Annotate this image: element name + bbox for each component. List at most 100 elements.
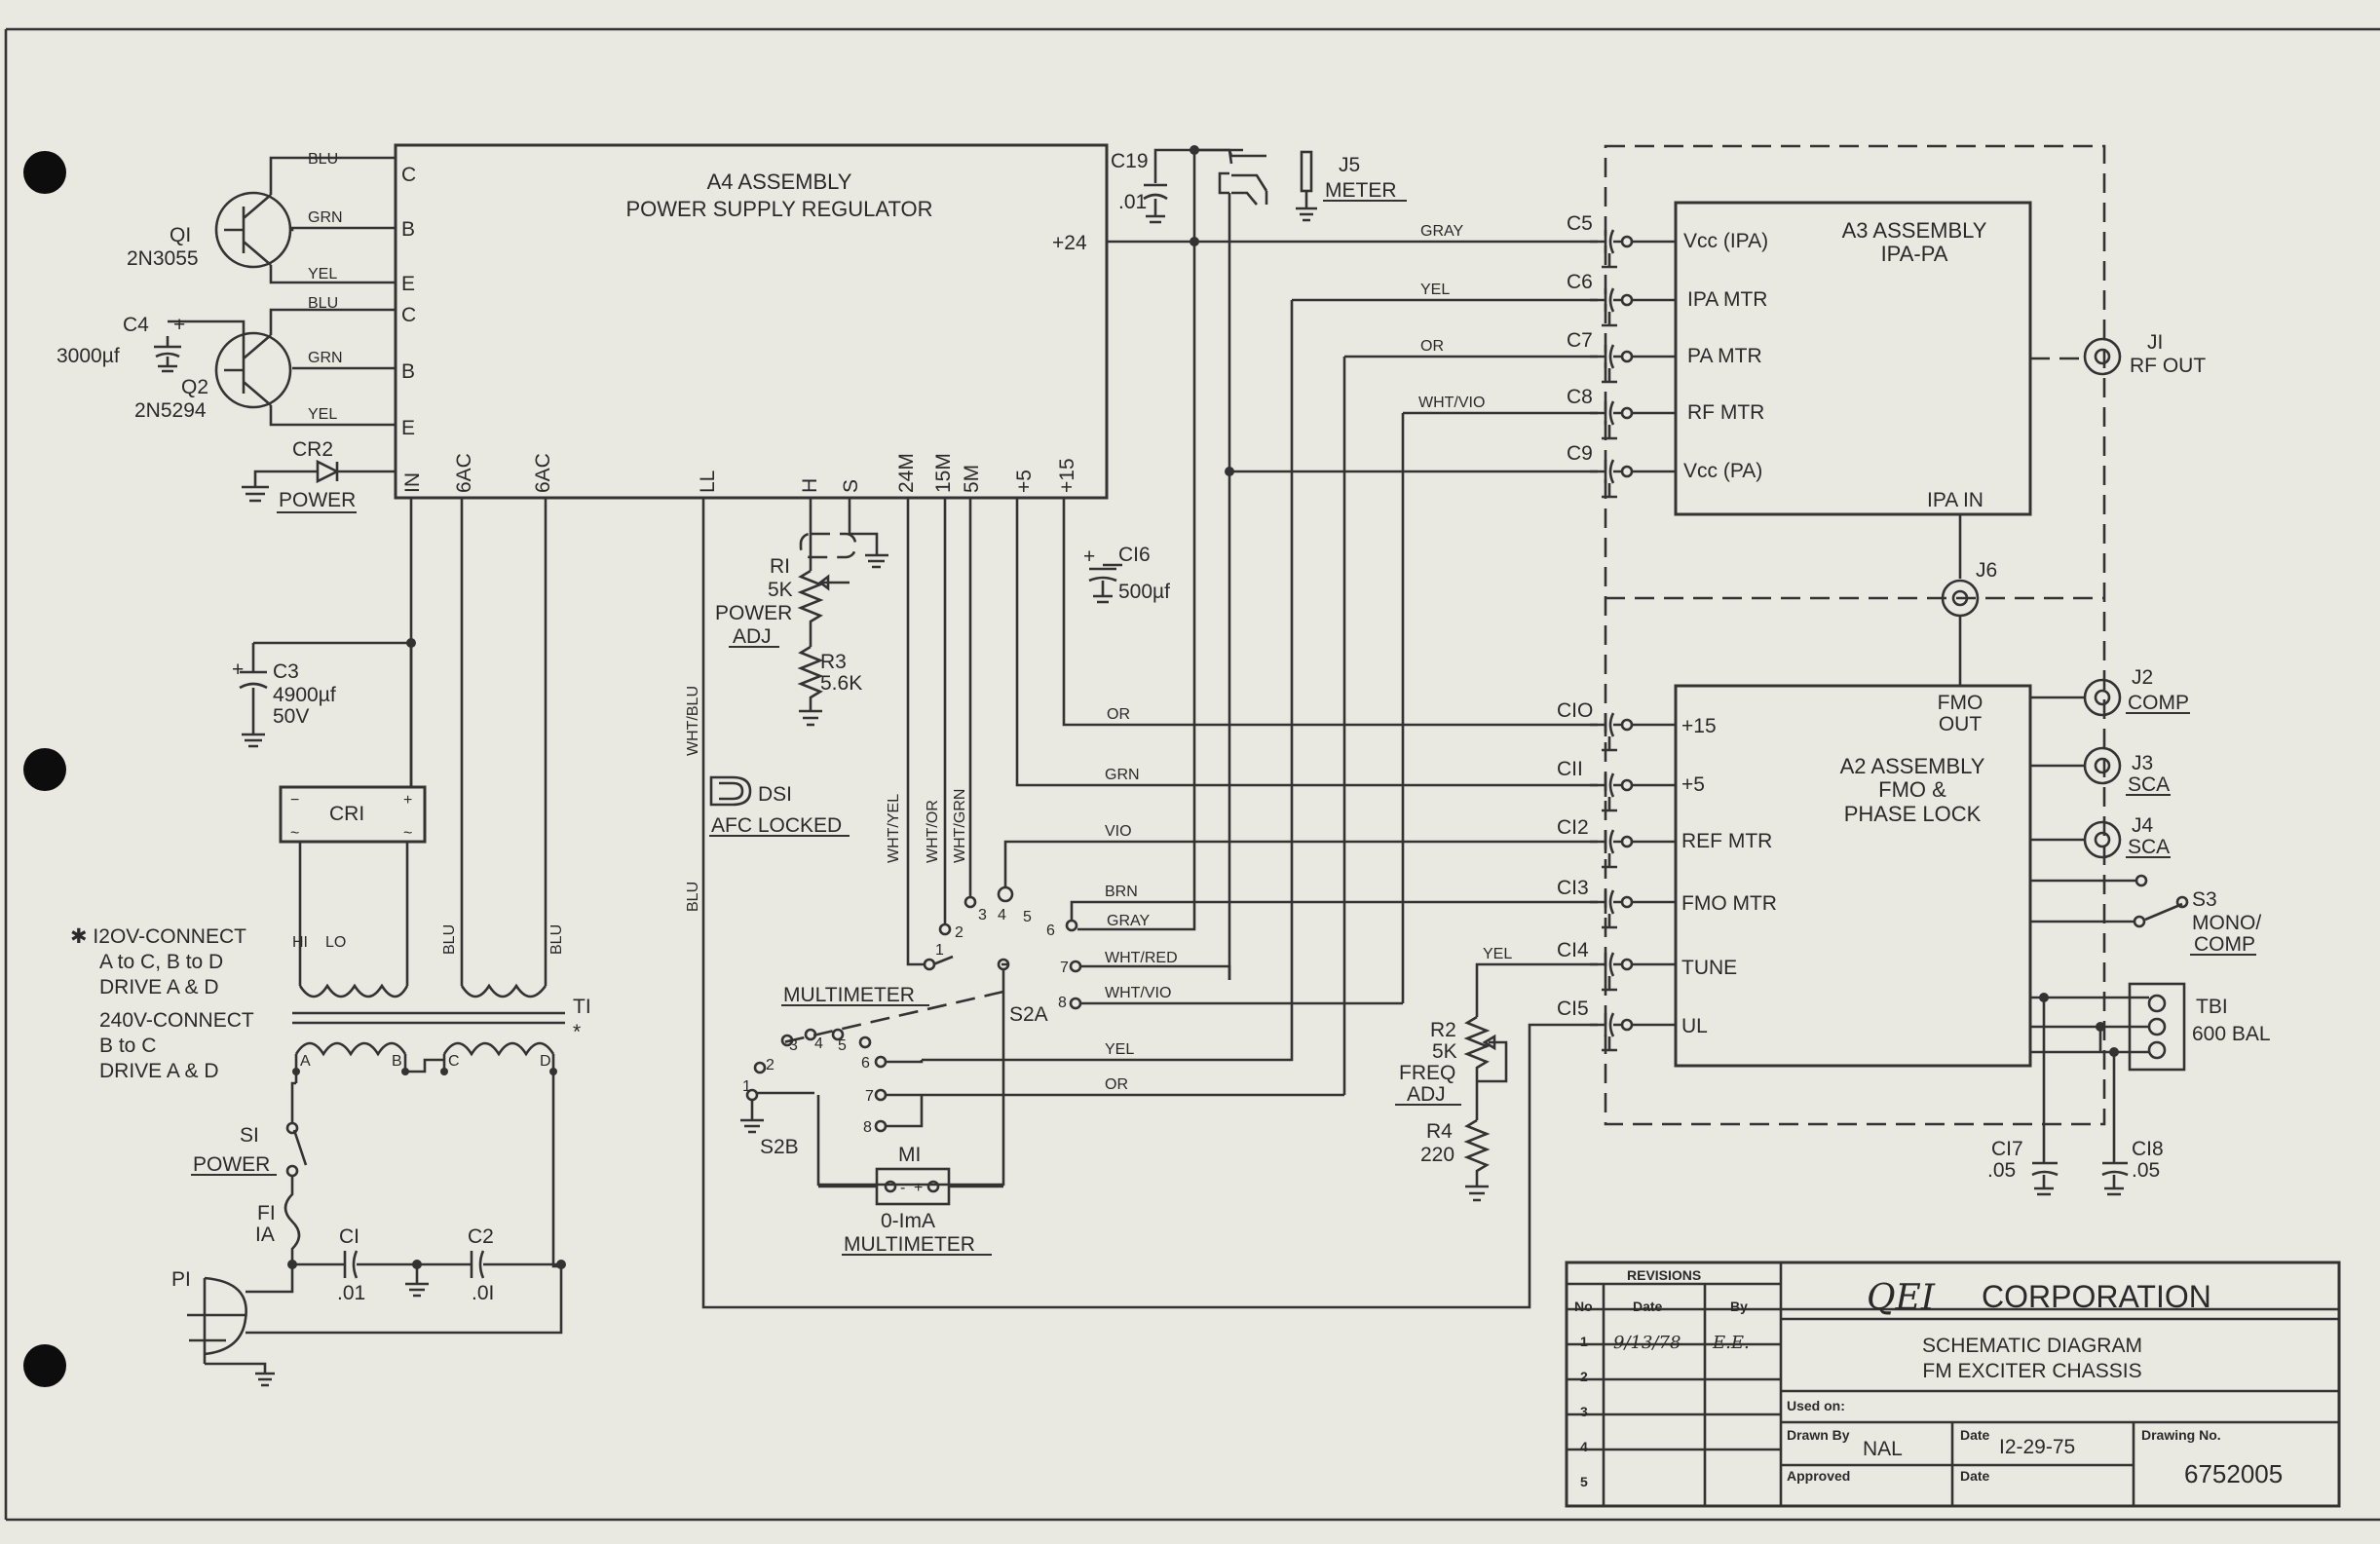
meter-label: METER [1325,179,1397,202]
mono-comp-2: COMP [2194,933,2255,956]
a3-pin-pa-mtr: PA MTR [1687,345,1762,367]
s2a-pos-7: 7 [1060,960,1069,976]
q2-grn-wire: GRN [308,350,343,366]
c5-feedthrough-capacitor [1590,229,1676,269]
capacitor-c4: C4 + 3000µf [57,314,190,373]
r1-label: RI [770,555,790,578]
a2-pin-plus5: +5 [1681,773,1705,796]
date-value: I2-29-75 [1999,1436,2075,1458]
c3-label: C3 [273,660,299,683]
cr1-ac-1: ~ [290,825,299,842]
transistor-q1: BLU GRN YEL QI 2N3055 [127,151,396,284]
feedthrough-caps-a3: C5 C6 C7 C8 C9 [1567,212,1593,465]
cr1-minus: − [290,792,299,809]
a2-pin-ul: UL [1681,1015,1708,1037]
c6-label: C6 [1567,271,1593,293]
s2b-pos-6: 6 [861,1055,870,1072]
date-label: Date [1960,1427,1990,1443]
note-line-5: B to C [99,1035,156,1057]
s3-label: S3 [2192,888,2217,911]
s2b-pos-8: 8 [863,1119,872,1136]
wht-grn-wire: WHT/GRN [952,789,968,863]
r3-value: 5.6K [820,672,862,695]
a4-pin-e1: E [401,273,415,295]
s2a-pos-5: 5 [1023,909,1032,925]
a4-plus24-label: +24 [1052,232,1087,254]
a4-pin-e2: E [401,417,415,439]
c1-label: CI [339,1225,359,1248]
q1-grn-wire: GRN [308,209,343,226]
c12-feedthrough-capacitor [1590,829,1676,869]
t1-star: * [573,1021,581,1043]
blu-wire-ll: BLU [685,882,701,912]
q2-part: 2N5294 [134,399,207,422]
j6-label: J6 [1976,559,1997,582]
c10-label: CIO [1557,699,1593,722]
c18-value: .05 [2132,1159,2160,1182]
q1-part: 2N3055 [127,247,199,270]
c15-label: CI5 [1557,998,1589,1020]
c1-value: .01 [337,1282,365,1304]
s1-label: SI [240,1124,259,1147]
cr1-ac-2: ~ [403,825,412,842]
a4-pin-24m: 24M [895,453,918,493]
a4-pin-c1: C [401,164,416,186]
rev-col-no: No [1574,1299,1593,1314]
s1-power: POWER [193,1153,270,1176]
s2b-pos-3: 3 [789,1037,798,1054]
a4-assembly: A4 ASSEMBLY POWER SUPPLY REGULATOR +24 C… [394,143,1109,500]
rev-row-1: 1 [1580,1334,1588,1349]
cr1-plus: + [403,792,412,809]
c11-label: CII [1557,758,1583,780]
rev-row-2: 2 [1580,1369,1588,1384]
c17-label: CI7 [1991,1138,2023,1160]
q1-label: QI [170,224,191,246]
note-line-2: A to C, B to D [99,951,223,973]
freq-adjust-r2-r4: YEL R2 5K FREQ ADJ R4 220 [1395,946,1598,1202]
mono-comp-1: MONO/ [2192,912,2261,934]
r2-yel-wire: YEL [1483,946,1512,962]
rev-row-3: 3 [1580,1404,1588,1419]
blu-wire-6ac-1: BLU [441,924,458,955]
vio-wire: VIO [1105,823,1132,840]
note-line-6: DRIVE A & D [99,1060,219,1082]
c2-label: C2 [468,1225,494,1248]
c18-label: CI8 [2132,1138,2164,1160]
a4-pin-plus5: +5 [1013,470,1036,493]
used-on-label: Used on: [1787,1398,1845,1413]
c5-label: C5 [1567,212,1593,235]
m1-multimeter: MULTIMETER [844,1233,975,1256]
a3-ipa-in: IPA IN [1927,489,1983,511]
a3-subtitle: IPA-PA [1881,242,1948,266]
a2-fmo-out-2: OUT [1939,713,1983,735]
drawing-title-1: SCHEMATIC DIAGRAM [1922,1335,2142,1357]
s2b-pos-4: 4 [814,1036,823,1052]
wht-vio-wire-label: WHT/VIO [1418,395,1485,411]
c10-feedthrough-capacitor [1590,712,1676,752]
yel-wire-label: YEL [1420,282,1450,298]
s2a-pos-4: 4 [998,907,1006,923]
q2-label: Q2 [181,376,208,398]
transistor-q2: BLU GRN YEL Q2 2N5294 [134,295,396,427]
comp-label: COMP [2128,692,2189,714]
a4-pin-in: IN [401,472,424,493]
note-line-1: ✱ I2OV-CONNECT [70,925,246,948]
s2b-pos-2: 2 [766,1057,774,1073]
rf-out-label: RF OUT [2130,355,2206,377]
gray-wire-label: GRAY [1420,223,1463,240]
wht-yel-wire: WHT/YEL [886,794,902,863]
transformer-notes: ✱ I2OV-CONNECT A to C, B to D DRIVE A & … [70,925,254,1082]
c8-feedthrough-capacitor [1590,400,1676,440]
drawn-by-label: Drawn By [1787,1427,1850,1443]
meter-jack-j5: C19 .01 J5 METER [1107,145,1559,980]
t1-tap-d: D [540,1053,551,1070]
a3-pin-vcc-pa: Vcc (PA) [1683,460,1762,482]
freq-adj-1: FREQ [1399,1062,1455,1084]
revisions-header: REVISIONS [1627,1267,1701,1283]
drawing-no-label: Drawing No. [2141,1427,2221,1443]
a4-pin-5m: 5M [961,465,983,493]
blu-wire-6ac-2: BLU [548,924,565,955]
cr2-power-label: POWER [279,489,356,511]
a3-pin-ipa-mtr: IPA MTR [1687,288,1767,311]
a3-feed-wires: GRAY YEL OR WHT/VIO [1225,223,1676,1095]
